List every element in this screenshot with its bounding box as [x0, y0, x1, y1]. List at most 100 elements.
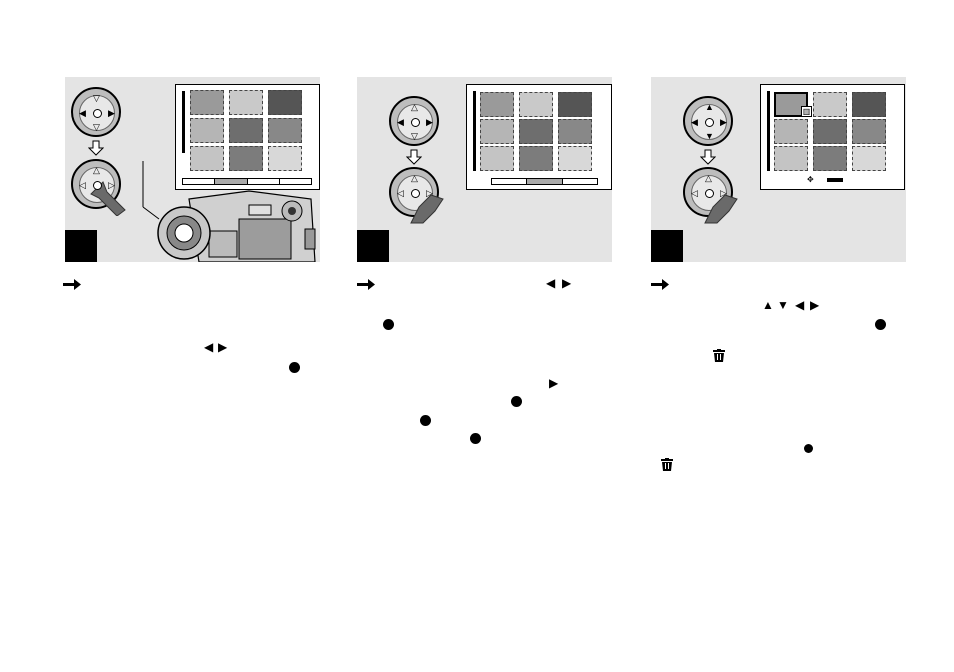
triangle-left-icon: ◀ [79, 108, 86, 118]
center-button-icon [511, 396, 522, 407]
trash-icon: ▥ [801, 106, 812, 117]
lcd-sidebar [767, 91, 770, 171]
thumbnail [558, 119, 592, 144]
triangle-down-icon: ▼ [705, 131, 714, 141]
triangle-right-icon: ▶ [720, 117, 727, 127]
legend-bar [827, 178, 843, 182]
center-button-icon [705, 189, 714, 198]
thumbnail [519, 146, 553, 171]
triangle-left-outline-icon: ◁ [79, 180, 86, 190]
control-button-illustration: △ ◁ ▷ [683, 167, 733, 217]
thumbnail [519, 92, 553, 117]
thumbnail [480, 92, 514, 117]
thumbnail [813, 119, 847, 144]
center-button-icon [705, 118, 714, 127]
lcd-sidebar [182, 91, 185, 153]
center-button-icon [383, 319, 394, 330]
camera-illustration [142, 161, 316, 262]
thumbnail [190, 90, 224, 115]
triangle-left-icon: ◀ [691, 117, 698, 127]
illustration-panel-1: ▽ ▽ ◀ ▶ △ ◁ ▷ [65, 77, 320, 262]
thumbnail [813, 146, 847, 171]
triangle-right-icon: ▶ [549, 376, 559, 390]
thumbnail [774, 119, 808, 144]
thumbnail [852, 146, 886, 171]
control-button-illustration: ▽ ▽ ◀ ▶ [71, 87, 121, 137]
down-arrow-icon [406, 149, 422, 165]
illustration-panel-3: ▥ ✥ ▲ ▼ ◀ ▶ △ ◁ ▷ [651, 77, 906, 262]
center-button-icon [875, 319, 886, 330]
trash-icon [661, 458, 673, 471]
lcd-screen [466, 84, 612, 190]
triangle-down-outline-icon: ▽ [93, 122, 100, 132]
triangle-right-icon: ▶ [108, 108, 115, 118]
triangle-up-icon: ▲ [705, 102, 714, 112]
triangle-right-icon: ▶ [426, 117, 433, 127]
triangle-right-icon: ▶ [810, 298, 820, 312]
thumbnail [190, 146, 224, 171]
lcd-menu-bar [491, 178, 598, 185]
down-arrow-icon [88, 140, 104, 156]
step-number-box [65, 230, 97, 262]
trash-icon [713, 349, 725, 362]
center-button-icon [470, 433, 481, 444]
center-button-icon [420, 415, 431, 426]
lcd-screen: ▥ ✥ [760, 84, 905, 190]
thumbnail [852, 92, 886, 117]
center-button-icon [289, 362, 300, 373]
triangle-right-icon: ▶ [218, 340, 228, 354]
center-button-icon [93, 109, 102, 118]
triangle-up-outline-icon: ▽ [93, 93, 100, 103]
center-button-icon [411, 118, 420, 127]
triangle-left-icon: ◀ [795, 298, 805, 312]
lcd-screen [175, 84, 320, 190]
thumbnail [519, 119, 553, 144]
thumbnail [268, 118, 302, 143]
thumbnail [774, 146, 808, 171]
thumbnail [190, 118, 224, 143]
lcd-sidebar [473, 91, 476, 171]
thumbnail [480, 146, 514, 171]
triangle-right-outline-icon: ▷ [720, 188, 727, 198]
thumbnail [813, 92, 847, 117]
thumbnail [268, 90, 302, 115]
thumbnail [480, 119, 514, 144]
thumbnail [229, 118, 263, 143]
triangle-down-icon: ▼ [777, 298, 789, 312]
right-arrow-icon [357, 279, 375, 290]
press-arrow-icon [410, 194, 444, 224]
lcd-menu-bar [182, 178, 312, 185]
control-button-illustration: ▲ ▼ ◀ ▶ [683, 96, 733, 146]
move-cross-icon: ✥ [807, 175, 814, 184]
control-button-illustration: △ ▽ ◀ ▶ [389, 96, 439, 146]
triangle-up-outline-icon: △ [411, 173, 418, 183]
right-arrow-icon [651, 279, 669, 290]
triangle-left-outline-icon: ◁ [397, 188, 404, 198]
triangle-up-outline-icon: △ [411, 102, 418, 112]
center-button-icon [411, 189, 420, 198]
thumbnail [229, 146, 263, 171]
thumbnail [229, 90, 263, 115]
step-number-box [651, 230, 683, 262]
press-arrow-icon [90, 181, 126, 216]
triangle-right-outline-icon: ▷ [426, 188, 433, 198]
press-arrow-icon [704, 194, 738, 224]
thumbnail [852, 119, 886, 144]
illustration-panel-2: △ ▽ ◀ ▶ △ ◁ ▷ [357, 77, 612, 262]
thumbnail [268, 146, 302, 171]
thumbnail [558, 146, 592, 171]
triangle-right-outline-icon: ▷ [108, 180, 115, 190]
center-button-icon [804, 444, 813, 453]
triangle-left-icon: ◀ [204, 340, 214, 354]
triangle-down-outline-icon: ▽ [411, 131, 418, 141]
right-arrow-icon [63, 279, 81, 290]
triangle-up-icon: ▲ [762, 298, 774, 312]
triangle-left-outline-icon: ◁ [691, 188, 698, 198]
center-button-icon [93, 181, 102, 190]
triangle-left-icon: ◀ [546, 276, 556, 290]
down-arrow-icon [700, 149, 716, 165]
triangle-up-outline-icon: △ [705, 173, 712, 183]
step-number-box [357, 230, 389, 262]
thumbnail [558, 92, 592, 117]
triangle-right-icon: ▶ [562, 276, 572, 290]
